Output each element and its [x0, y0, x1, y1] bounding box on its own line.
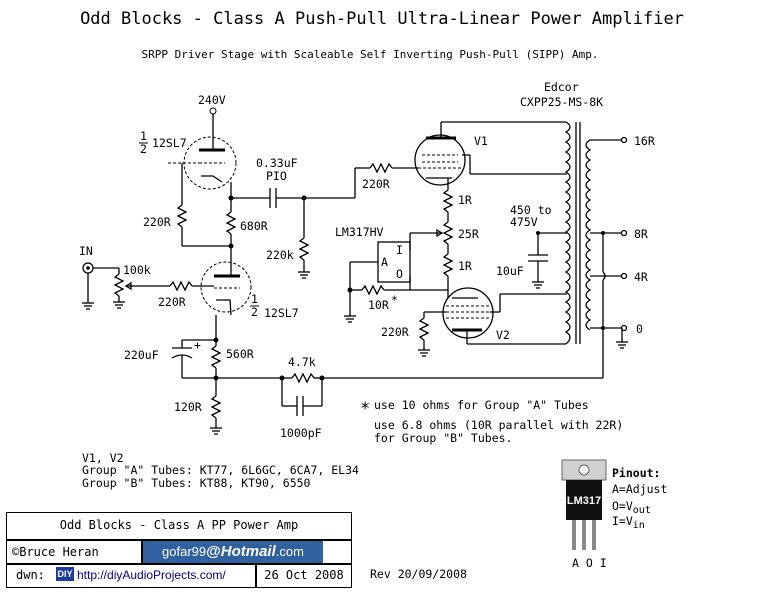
r220-v1-label: 220R: [362, 177, 390, 191]
c10uf-label: 10uF: [496, 264, 524, 278]
v1-label: V1: [474, 134, 488, 148]
dwn-cell: [6, 564, 256, 588]
r10-label: 10R: [368, 298, 389, 312]
input-label: IN: [79, 244, 93, 258]
driver-stage: 240V 1 2 12SL7 220R 680R: [79, 93, 603, 440]
revision: Rev 20/09/2008: [370, 567, 467, 581]
r220-v2-label: 220R: [381, 325, 409, 339]
email-user: gofar99: [162, 544, 207, 559]
r220-top-label: 220R: [143, 215, 171, 229]
tubes-line-3: Group "B" Tubes: KT88, KT90, 6550: [82, 476, 311, 490]
r680-label: 680R: [240, 219, 268, 233]
tube-label-bot: 12SL7: [264, 306, 299, 320]
r120-label: 120R: [174, 400, 202, 414]
out-4r: 4R: [634, 270, 648, 284]
note-star: *: [360, 399, 370, 419]
vplus-label-1: 450 to: [510, 203, 552, 217]
r560-label: 560R: [226, 347, 254, 361]
r1-bot-label: 1R: [458, 259, 472, 273]
half-num-bot: 1: [251, 292, 258, 306]
c220uf-label: 220uF: [124, 348, 159, 362]
dwn-label: dwn:: [16, 568, 45, 582]
title-block-author-cell: [6, 540, 142, 564]
date-cell: [256, 564, 352, 588]
lm317-pin-letters: A O I: [572, 556, 607, 570]
tubes-line-2: Group "A" Tubes: KT77, 6L6GC, 6CA7, EL34: [82, 463, 359, 477]
pinout-out: O=Vout: [612, 499, 651, 516]
schematic-subtitle: SRPP Driver Stage with Scaleable Self In…: [142, 48, 599, 61]
c1000pf-label: 1000pF: [280, 426, 322, 440]
half-den-top: 2: [140, 142, 147, 156]
lm-i-label: I: [396, 243, 403, 257]
lm317hv-label: LM317HV: [335, 225, 384, 239]
lm317-chip-label: LM317: [567, 495, 601, 507]
schematic-title: Odd Blocks - Class A Push-Pull Ultra-Lin…: [80, 9, 684, 29]
tubes-line-1: V1, V2: [82, 451, 124, 465]
email-badge[interactable]: gofar99@Hotmail.com: [143, 541, 323, 563]
output-stage: 220R V1 1R 25R 1R: [335, 80, 655, 378]
b-plus-label: 240V: [198, 93, 226, 107]
half-num-top: 1: [140, 129, 147, 143]
tube-v2: [442, 287, 567, 345]
email-domain: Hotmail: [220, 543, 276, 560]
author: ©Bruce Heran: [12, 545, 99, 559]
lm317-package: LM317: [561, 459, 607, 550]
note-line-2: use 6.8 ohms (10R parallel with 22R): [374, 418, 623, 432]
tube-label-top: 12SL7: [152, 136, 187, 150]
drawing-date: 26 Oct 2008: [264, 568, 344, 582]
tube-bottom-12sl7: [200, 258, 252, 316]
r47k-label: 4.7k: [288, 355, 316, 369]
vplus-label-2: 475V: [510, 215, 538, 229]
email-cell: [142, 540, 352, 564]
r25-label: 25R: [458, 227, 479, 241]
title-block-name-cell: [6, 512, 352, 540]
transformer-maker: Edcor: [544, 80, 579, 94]
tube-v1: [414, 121, 567, 186]
title-block-name: Odd Blocks - Class A PP Power Amp: [59, 518, 299, 532]
cap-033-label: 0.33uF: [256, 156, 298, 170]
out-16r: 16R: [634, 134, 655, 148]
email-tld: .com: [275, 544, 304, 559]
pinout-heading: Pinout:: [612, 466, 660, 480]
diy-logo: DIY: [56, 567, 74, 581]
note-line-3: for Group "B" Tubes.: [374, 431, 512, 445]
v2-label: V2: [496, 328, 510, 342]
r1-top-label: 1R: [458, 193, 472, 207]
r10-star: *: [391, 293, 398, 307]
out-0: 0: [636, 322, 643, 336]
note-line-1: use 10 ohms for Group "A" Tubes: [374, 398, 589, 412]
transformer-model: CXPP25-MS-8K: [520, 95, 603, 109]
r220-grid-label: 220R: [158, 295, 186, 309]
pot-100k-label: 100k: [123, 263, 151, 277]
out-8r: 8R: [634, 227, 648, 241]
output-transformer: [564, 121, 592, 345]
lm-a-label: A: [381, 255, 388, 269]
half-den-bot: 2: [251, 305, 258, 319]
r220k-label: 220k: [266, 248, 294, 262]
pinout-in: I=Vin: [612, 514, 645, 531]
tube-top-12sl7: [168, 136, 237, 190]
website-link[interactable]: http://diyAudioProjects.com/: [77, 568, 226, 582]
lm-o-label: O: [396, 267, 403, 281]
lm317-regulator: I A O: [377, 241, 411, 283]
plus-label: +: [194, 338, 201, 352]
pio-label: PIO: [266, 169, 287, 183]
pinout-adjust: A=Adjust: [612, 482, 667, 496]
email-at: @: [206, 543, 221, 560]
